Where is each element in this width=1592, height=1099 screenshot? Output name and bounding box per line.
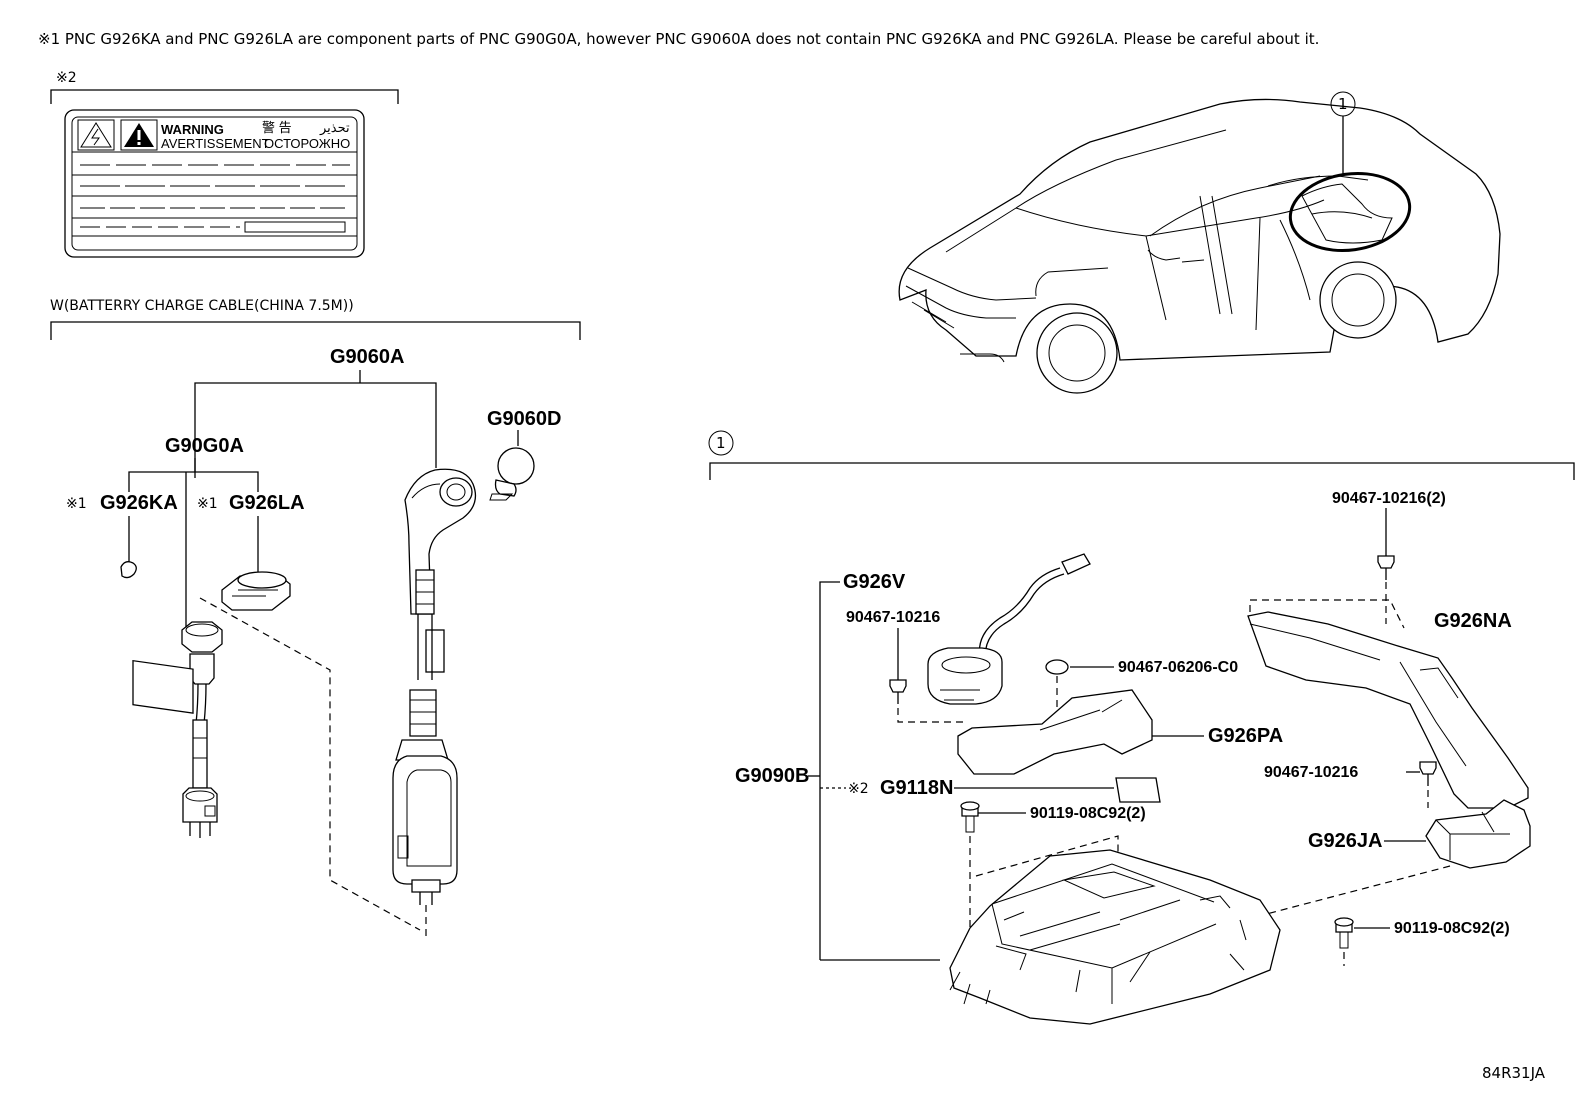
label-grommet: 90467-06206-C0: [1118, 659, 1238, 676]
label-section-bracket: [50, 89, 399, 104]
part-g9118n: [1115, 777, 1161, 803]
g90g0a-leader: [128, 471, 259, 492]
pnc-g926la: G926LA: [229, 492, 305, 514]
part-g9060d: [489, 447, 535, 501]
warning-label-inner: [71, 116, 358, 251]
label-g926v: G926V: [843, 571, 906, 593]
label-bolt-mid: 90119-08C92(2): [1030, 805, 1146, 822]
label-clip-left: 90467-10216: [846, 609, 940, 626]
charge-cable-section: W(BATTERRY CHARGE CABLE(CHINA 7.5M)) G90…: [50, 298, 581, 940]
warning-text-fr: AVERTISSEMENT: [161, 136, 270, 151]
component-note: ※1 PNC G926KA and PNC G926LA are compone…: [38, 30, 1319, 48]
part-bolt-mid: [960, 801, 980, 833]
warning-text-en: WARNING: [161, 122, 224, 137]
part-g926pa: [957, 689, 1153, 775]
label-g926ja: G926JA: [1308, 830, 1383, 852]
label-bolt-bottom: 90119-08C92(2): [1394, 920, 1510, 937]
part-g926ka: [120, 561, 137, 579]
pnc-g9060a: G9060A: [330, 346, 405, 368]
charger-detail-section: 1 90467-10216(2) G926V 90467-10216: [708, 430, 1575, 1025]
part-g926la: [221, 571, 291, 611]
charger-location-circle: [1288, 171, 1412, 253]
part-g926v: [927, 553, 1091, 705]
label-g926na: G926NA: [1434, 610, 1512, 632]
cable-section-title: W(BATTERRY CHARGE CABLE(CHINA 7.5M)): [50, 298, 354, 314]
detail-callout-number: 1: [716, 434, 726, 452]
part-bolt-bottom: [1334, 917, 1354, 949]
label-ref-mark: ※2: [56, 70, 77, 86]
label-ref-g9118n: ※2: [848, 781, 869, 797]
part-clip-top: [1377, 555, 1395, 580]
warning-text-ru: ОСТОРОЖНО: [264, 136, 350, 151]
part-g926ja: [1425, 799, 1531, 869]
pnc-g926ka: G926KA: [100, 492, 178, 514]
part-g9090b: [949, 849, 1281, 1025]
ref-mark-la: ※1: [197, 496, 218, 512]
label-g9118n: G9118N: [880, 777, 953, 799]
warning-triangle-icon: [120, 119, 158, 151]
part-clip-left: [889, 679, 907, 704]
label-g926pa: G926PA: [1208, 725, 1283, 747]
g9060a-leader: [194, 382, 437, 478]
warning-text-cn: 警 告: [262, 120, 292, 135]
warning-text-ar: تحذير: [319, 120, 350, 136]
part-clip-right: [1419, 761, 1437, 786]
detail-section-bracket: [709, 462, 1575, 480]
part-g926na: [1247, 611, 1529, 809]
pnc-g9060d: G9060D: [487, 408, 562, 430]
part-grommet: [1045, 659, 1069, 675]
part-vehicle-connector: [392, 468, 477, 940]
ref-mark-ka: ※1: [66, 496, 87, 512]
pnc-g90g0a: G90G0A: [165, 435, 244, 457]
label-g9090b: G9090B: [735, 765, 810, 787]
cable-section-bracket: [50, 321, 581, 340]
vehicle-callout-number: 1: [1338, 95, 1348, 113]
vehicle-overview: 1: [898, 91, 1501, 394]
rear-wheel: [1319, 261, 1397, 339]
warning-label-section: ※2 WARNING AVERTISSEMENT 警 告 تحذير ОСТОР…: [50, 70, 399, 258]
label-clip-right: 90467-10216: [1264, 764, 1358, 781]
diagram-code: 84R31JA: [1482, 1064, 1546, 1082]
detail-callout-circle: [708, 430, 734, 456]
high-voltage-icon: [77, 119, 115, 151]
part-china-plug: [132, 597, 421, 931]
label-bolt-top: 90467-10216(2): [1332, 490, 1446, 507]
